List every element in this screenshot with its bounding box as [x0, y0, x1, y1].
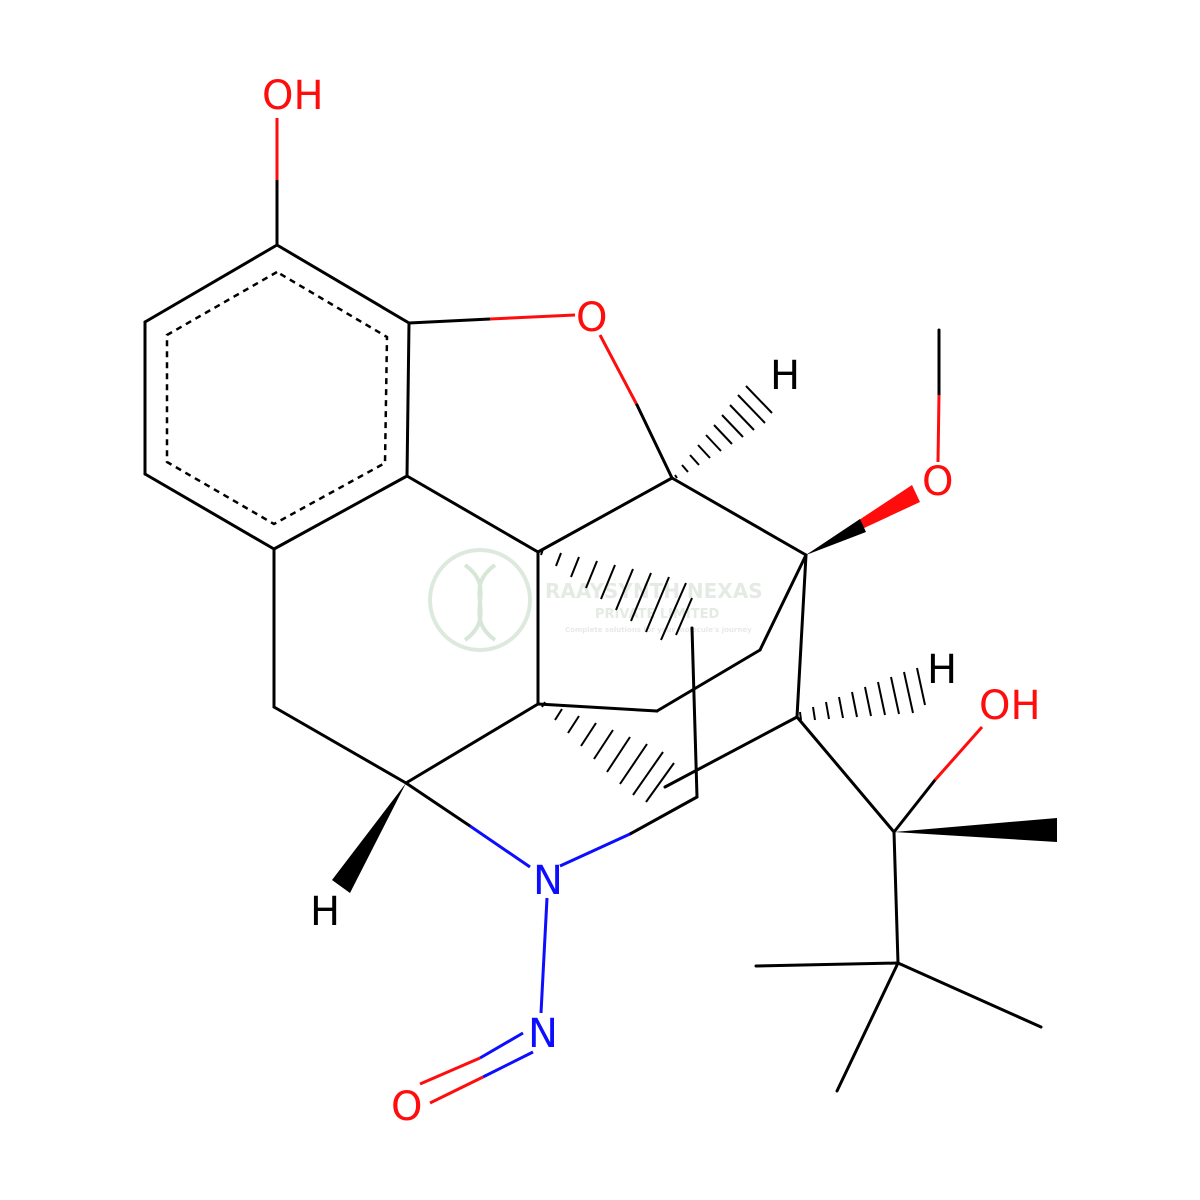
watermark-line2: PRIVATE LIMITED	[595, 607, 720, 622]
label-h-right: H	[927, 647, 957, 693]
watermark: RAAYSYNTH NEXAS PRIVATE LIMITED Complete…	[428, 548, 763, 652]
label-o-nitroso: O	[391, 1084, 422, 1130]
hashed-wedges	[540, 385, 926, 803]
label-oh-phenol: OH	[262, 73, 324, 119]
watermark-helix-icon	[463, 563, 497, 642]
label-o-furan: O	[576, 295, 607, 341]
aromatic-ring	[143, 243, 411, 551]
wedge-bond-methyl	[894, 818, 1057, 842]
watermark-logo-icon	[428, 548, 532, 652]
wedge-bond-methoxy-base	[806, 519, 866, 555]
label-n-nitroso: N	[528, 1011, 558, 1057]
label-h-top: H	[770, 353, 800, 399]
watermark-line1: RAAYSYNTH NEXAS	[545, 579, 763, 603]
label-h-bottom: H	[310, 889, 340, 935]
wedge-bond-h-bottom	[332, 783, 406, 893]
label-oh-alcohol: OH	[979, 683, 1041, 729]
watermark-line3: Complete solutions for your molecule's j…	[565, 626, 752, 634]
core-skeleton	[272, 328, 1043, 1093]
nitroso-double-bond	[419, 1031, 534, 1105]
label-o-methoxy: O	[922, 459, 953, 505]
label-n-ring: N	[533, 858, 563, 904]
aromatic-inner-ring	[165, 270, 389, 526]
n-n-bond	[539, 897, 549, 1014]
